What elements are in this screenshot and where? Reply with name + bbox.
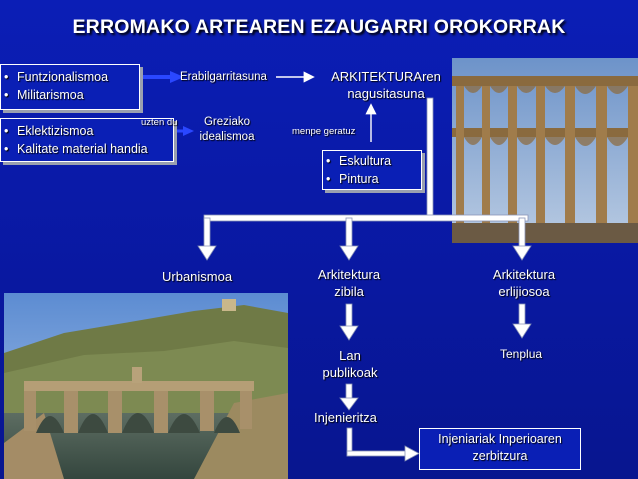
aqueduct-photo [452,58,638,243]
label-injenieritza: Injenieritza [314,410,377,425]
arts-box: Eskultura Pintura [322,150,422,190]
greziako-line-1: Greziako [203,116,251,128]
lan-line-2: publikoak [322,365,378,380]
characteristics-box-top: Funtzionalismoa Militarismoa [0,64,140,110]
nagusi-line-1: ARKITEKTURAren [331,69,441,84]
slide-title: ERROMAKO ARTEAREN EZAUGARRI OROKORRAK [72,16,566,38]
item-eskultura: Eskultura [323,152,421,170]
label-menpe-geratuz: menpe geratuz [292,126,356,137]
zibila-line-1: Arkitektura [317,267,381,282]
label-greziako-idealismoa: Greziako idealismoa [192,115,262,145]
erlijiosoa-line-1: Arkitektura [492,267,556,282]
item-funtzionalismoa: Funtzionalismoa [1,68,139,86]
label-arkitektura-erlijiosoa: Arkitektura erlijiosoa [472,266,576,300]
zibila-line-2: zibila [334,284,364,299]
label-arkitektura-zibila: Arkitektura zibila [302,266,396,300]
nagusi-line-2: nagusitasuna [347,86,425,101]
lan-line-1: Lan [339,348,361,363]
engineers-line-2: zerbitzura [472,449,528,463]
label-lan-publikoak: Lan publikoak [310,347,390,381]
engineers-box: Injeniariak Inperioaren zerbitzura [419,428,581,470]
erlijiosoa-line-2: erlijiosoa [498,284,550,299]
label-urbanismoa: Urbanismoa [162,269,233,284]
item-militarismoa: Militarismoa [1,86,139,104]
item-eklektizismoa: Eklektizismoa [1,122,173,140]
label-uzten-du: uzten du [141,117,178,128]
label-arkitektura-nagusitasuna: ARKITEKTURAren nagusitasuna [316,68,456,102]
engineers-text: Injeniariak Inperioaren zerbitzura [420,431,580,465]
item-pintura: Pintura [323,170,421,188]
greziako-line-2: idealismoa [199,131,255,143]
label-tenplua: Tenplua [500,347,543,361]
bridge-photo [4,293,288,479]
characteristics-box-bottom: Eklektizismoa Kalitate material handia [0,118,174,162]
label-erabilgarritasuna: Erabilgarritasuna [180,71,267,83]
item-kalitate: Kalitate material handia [1,140,173,158]
engineers-line-1: Injeniariak Inperioaren [438,432,562,446]
